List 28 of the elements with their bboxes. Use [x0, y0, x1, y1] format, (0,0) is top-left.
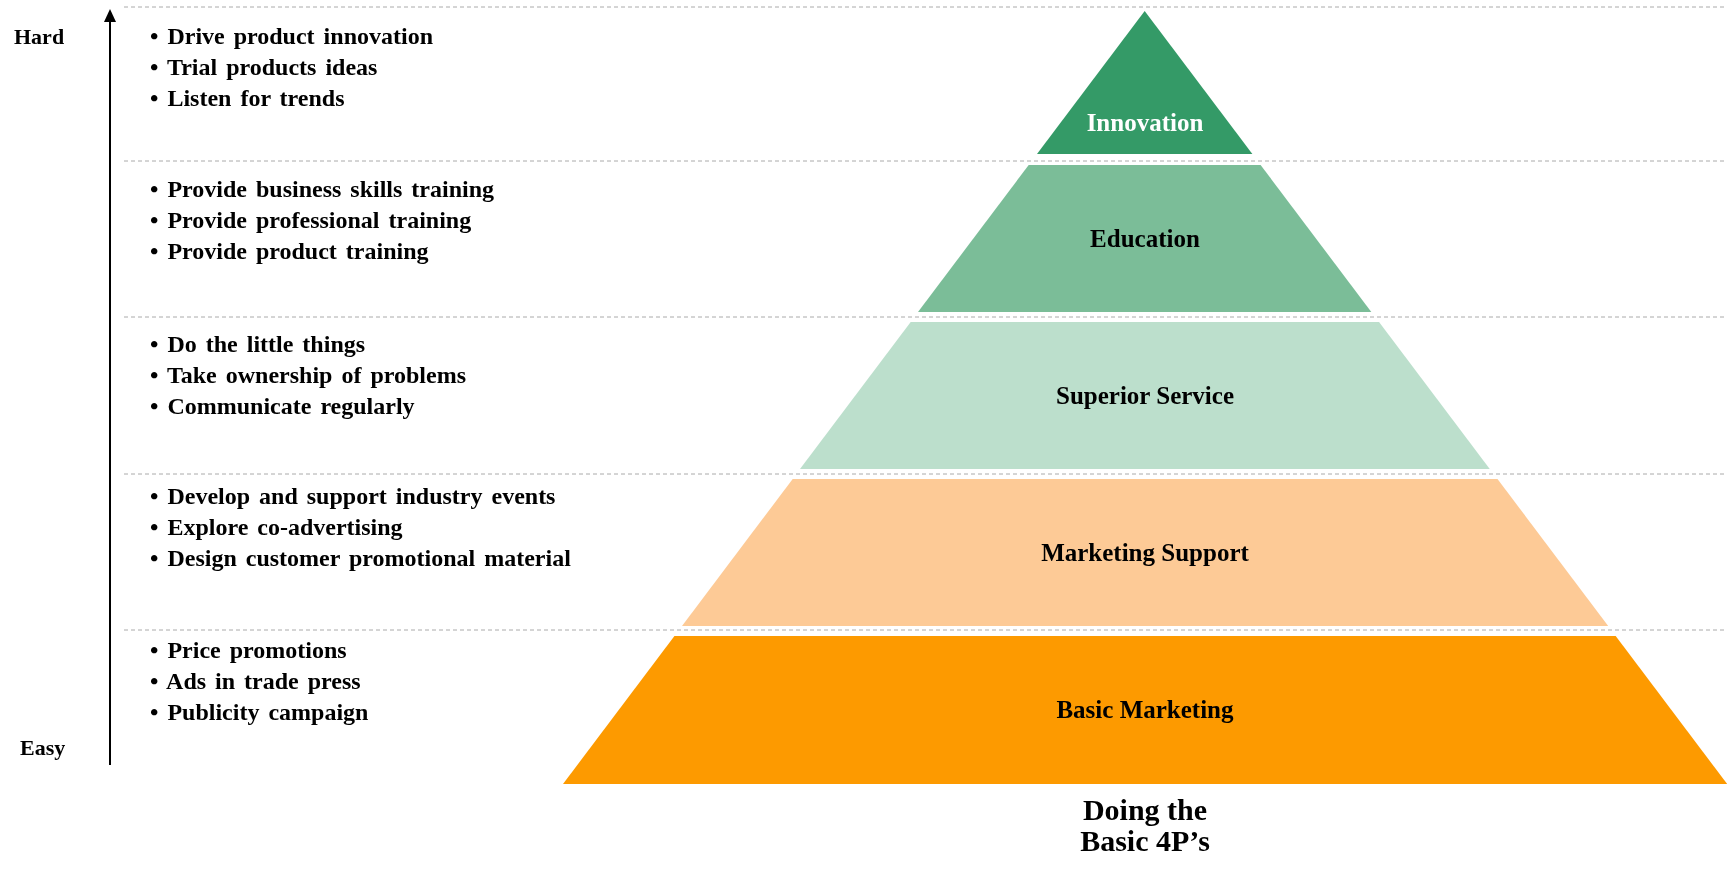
bullet-item: • Publicity campaign [150, 698, 369, 726]
pyramid-layer [562, 636, 1727, 784]
bullet-item: • Drive product innovation [150, 22, 433, 50]
pyramid-layer [800, 322, 1490, 469]
bullet-item: • Take ownership of problems [150, 361, 467, 389]
bullet-item: • Develop and support industry events [150, 482, 556, 510]
bullet-item: • Do the little things [150, 330, 366, 358]
layer-label: Education [1089, 224, 1201, 253]
bullet-item: • Design customer promotional material [150, 544, 571, 572]
caption: Doing the Basic 4P’s [1079, 794, 1211, 856]
pyramid-layer [681, 479, 1609, 626]
bullet-item: • Provide professional training [150, 206, 472, 234]
bullet-item: • Price promotions [150, 636, 347, 664]
pyramid-layer [1037, 11, 1253, 154]
bullet-item: • Communicate regularly [150, 392, 415, 420]
bullet-item: • Provide business skills training [150, 175, 495, 203]
layer-label: Basic Marketing [1055, 696, 1235, 724]
bullet-item: • Listen for trends [150, 84, 345, 112]
bullet-item: • Provide product training [150, 237, 429, 265]
layer-label: Superior Service [1055, 381, 1235, 410]
bullet-item: • Explore co-advertising [150, 513, 403, 541]
layer-label: Innovation [1085, 108, 1205, 137]
axis-label: Easy [20, 735, 66, 761]
pyramid-layer [918, 165, 1372, 312]
bullet-item: • Trial products ideas [150, 53, 378, 81]
axis-label: Hard [14, 24, 65, 50]
layer-label: Marketing Support [1040, 538, 1250, 567]
bullet-item: • Ads in trade press [150, 667, 361, 695]
